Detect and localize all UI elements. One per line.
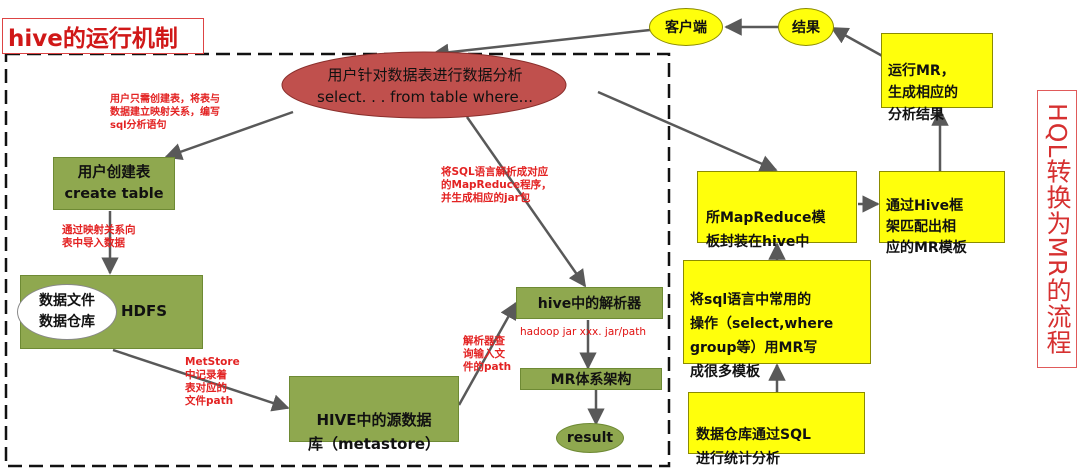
mr-template-encap-node: 所MapReduce模 板封装在hive中 [697, 171, 857, 250]
sql-stats-label: 数据仓库通过SQL 进行统计分析 [696, 427, 811, 467]
side-title: HQL转换为MR的流程 [1037, 90, 1077, 368]
mr-arch-node: MR体系架构 [520, 368, 662, 390]
run-mr-node: 运行MR， 生成相应的 分析结果 [881, 33, 993, 123]
client-label: 客户端 [665, 20, 707, 36]
client-node: 客户端 [649, 8, 723, 46]
result-top-node: 结果 [778, 8, 834, 46]
page-title: hive的运行机制 [2, 18, 204, 54]
mr-template-encap-label: 所MapReduce模 板封装在hive中 [706, 210, 826, 250]
analysis-line1: 用户针对数据表进行数据分析 [327, 66, 523, 84]
annotation-parser-query: 解析器查 询输入文 件的path [463, 335, 512, 373]
annotation-import-data: 通过映射关系向 表中导入数据 [62, 224, 136, 249]
mr-arch-label: MR体系架构 [550, 372, 632, 388]
data-file-label: 数据文件 数据仓库 [39, 293, 95, 330]
arrow-analysis-to-parser [465, 116, 587, 288]
analysis-node: 用户针对数据表进行数据分析 select. . . from table whe… [290, 60, 560, 112]
hdfs-node: 数据文件 数据仓库 HDFS [17, 275, 203, 349]
run-mr-label: 运行MR， 生成相应的 分析结果 [888, 63, 958, 123]
result-label: result [566, 430, 614, 446]
arrow-metastore-to-parser [457, 301, 518, 406]
data-file-oval: 数据文件 数据仓库 [17, 284, 117, 340]
result-top-label: 结果 [792, 20, 820, 36]
arrow-hdfs-to-metastore [112, 348, 290, 412]
analysis-line2: select. . . from table where... [317, 88, 533, 106]
arrow-runmr-to-result [830, 26, 887, 60]
metastore-node: HIVE中的源数据 库（metastore） [289, 376, 459, 453]
hdfs-label: HDFS [121, 302, 168, 320]
annotation-parse-sql: 将SQL语言解析成对应 的MapReduce程序， 并生成相应的jar包 [441, 166, 552, 204]
metastore-label: HIVE中的源数据 库（metastore） [307, 411, 441, 453]
parser-label: hive中的解析器 [537, 296, 642, 312]
annotation-metastore-path: MetStore 中记录着 表对应的 文件path [185, 356, 240, 407]
arrow-analysis-to-usercreate [164, 110, 294, 160]
user-create-line2: create table [64, 185, 164, 202]
sql-stats-node: 数据仓库通过SQL 进行统计分析 [688, 392, 865, 467]
result-node: result [556, 423, 624, 453]
parser-node: hive中的解析器 [516, 287, 663, 319]
match-template-label: 通过Hive框 架匹配出相 应的MR模板 [886, 198, 967, 256]
match-template-node: 通过Hive框 架匹配出相 应的MR模板 [879, 171, 1005, 256]
arrow-analysis-to-encap [597, 90, 778, 172]
user-create-node: 用户创建表 create table [53, 157, 175, 210]
hadoop-command-note: hadoop jar xxx. jar/path [520, 326, 647, 338]
annotation-create-mapping: 用户只需创建表，将表与 数据建立映射关系，编写 sql分析语句 [110, 94, 220, 131]
analysis-ellipse [281, 51, 567, 119]
write-templates-label: 将sql语言中常用的 操作（select,where group等）用MR写 成… [690, 292, 834, 380]
write-templates-node: 将sql语言中常用的 操作（select,where group等）用MR写 成… [683, 260, 871, 380]
dashed-frame [4, 52, 671, 468]
user-create-line1: 用户创建表 [77, 164, 151, 181]
arrow-client-to-analysis [431, 28, 651, 61]
